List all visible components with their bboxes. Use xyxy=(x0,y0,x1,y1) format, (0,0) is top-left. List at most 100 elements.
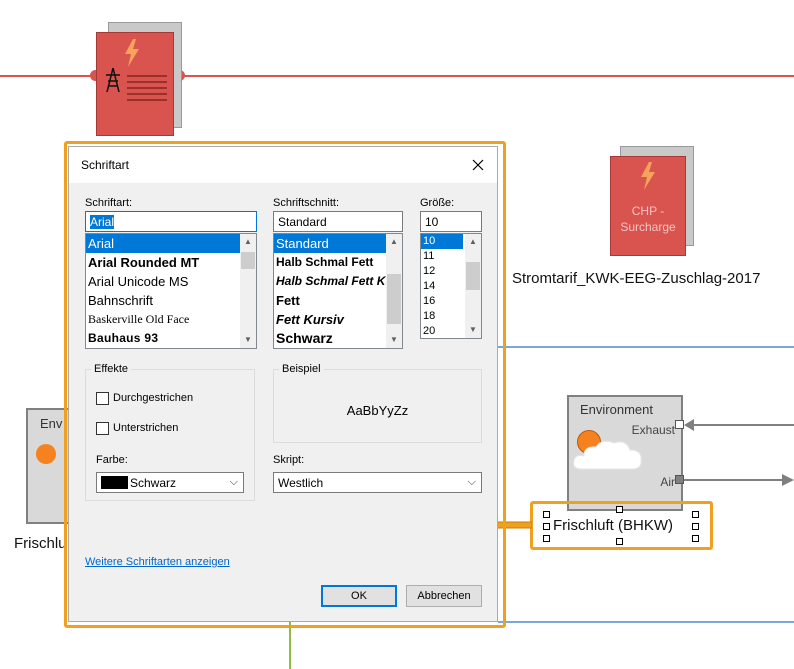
style-item-fett[interactable]: Fett xyxy=(276,293,300,308)
size-item-20[interactable]: 20 xyxy=(423,325,436,337)
font-label: Schriftart: xyxy=(85,197,133,209)
color-select[interactable]: Schwarz ⌵ xyxy=(96,472,244,493)
close-button[interactable] xyxy=(465,152,491,178)
chevron-down-icon: ⌵ xyxy=(229,476,238,488)
chevron-down-icon: ⌵ xyxy=(467,476,476,488)
color-value: Schwarz xyxy=(130,476,177,490)
scroll-up-icon[interactable]: ▲ xyxy=(390,237,398,246)
sample-title: Beispiel xyxy=(279,363,324,375)
selection-handle[interactable] xyxy=(543,535,550,542)
exhaust-connection xyxy=(694,424,794,426)
script-select[interactable]: Westlich ⌵ xyxy=(273,472,482,493)
selection-handle[interactable] xyxy=(692,535,699,542)
font-item-baskerville[interactable]: Baskerville Old Face xyxy=(88,312,190,326)
connection-line-blue xyxy=(498,346,794,348)
underline-checkbox[interactable] xyxy=(96,422,109,435)
scroll-up-icon[interactable]: ▲ xyxy=(244,237,252,246)
font-item-bauhaus[interactable]: Bauhaus 93 xyxy=(88,331,159,345)
chp-surcharge-label: CHP - Surcharge xyxy=(620,204,676,234)
size-list-scrollbar[interactable]: ▲ ▼ xyxy=(465,234,481,338)
cancel-button[interactable]: Abbrechen xyxy=(406,585,482,607)
script-value: Westlich xyxy=(278,476,324,490)
style-item-halb-schmal-fett-kursiv[interactable]: Halb Schmal Fett Ku xyxy=(276,274,393,288)
chp-surcharge-block[interactable]: CHP - Surcharge xyxy=(610,156,686,256)
frischluft-label-selected[interactable]: Frischluft (BHKW) xyxy=(540,506,699,545)
effects-title: Effekte xyxy=(91,363,132,375)
style-item-schwarz[interactable]: Schwarz xyxy=(276,330,333,346)
font-item-arial[interactable]: Arial xyxy=(86,234,256,253)
style-input[interactable]: Standard xyxy=(273,211,403,232)
strikethrough-label: Durchgestrichen xyxy=(113,392,194,404)
scroll-thumb[interactable] xyxy=(466,262,480,290)
selection-handle[interactable] xyxy=(616,506,623,513)
size-list[interactable]: 10 11 12 14 16 18 20 ▲ ▼ xyxy=(420,233,482,339)
air-port-label: Air xyxy=(660,475,675,489)
font-list[interactable]: Arial Arial Rounded MT Arial Unicode MS … xyxy=(85,233,257,349)
connection-line-red xyxy=(0,75,794,77)
air-port[interactable] xyxy=(675,475,684,484)
size-item-11[interactable]: 11 xyxy=(423,250,435,262)
document-lines xyxy=(127,75,167,105)
connection-node[interactable] xyxy=(90,70,101,81)
size-item-12[interactable]: 12 xyxy=(423,265,436,277)
highlight-frame-dialog xyxy=(64,141,506,628)
style-list-scrollbar[interactable]: ▲ ▼ xyxy=(386,234,402,348)
selection-handle[interactable] xyxy=(616,538,623,545)
environment-title: Environment xyxy=(580,402,653,417)
font-item-arial-unicode[interactable]: Arial Unicode MS xyxy=(88,274,189,289)
selection-handle[interactable] xyxy=(543,523,550,530)
ok-button[interactable]: OK xyxy=(321,585,397,607)
close-icon xyxy=(472,159,484,171)
stromtarif-label: Stromtarif_KWK-EEG-Zuschlag-2017 xyxy=(512,270,761,287)
lightning-icon xyxy=(641,162,655,190)
effects-group xyxy=(85,369,255,501)
scroll-down-icon[interactable]: ▼ xyxy=(469,325,477,334)
power-pylon-icon xyxy=(106,67,120,93)
air-connection xyxy=(684,479,784,481)
frischluft-label-text: Frischluft (BHKW) xyxy=(553,517,673,534)
script-label: Skript: xyxy=(273,454,305,466)
exhaust-port[interactable] xyxy=(675,420,684,429)
font-list-scrollbar[interactable]: ▲ ▼ xyxy=(240,234,256,348)
selection-handle[interactable] xyxy=(692,523,699,530)
scroll-up-icon[interactable]: ▲ xyxy=(469,237,477,246)
size-item-10[interactable]: 10 xyxy=(421,234,463,249)
size-input[interactable]: 10 xyxy=(420,211,482,232)
underline-label: Unterstrichen xyxy=(113,422,179,434)
exhaust-port-label: Exhaust xyxy=(631,423,675,437)
selection-handle[interactable] xyxy=(543,511,550,518)
environment-title: Env xyxy=(40,416,63,431)
connection-line-blue xyxy=(498,621,794,623)
color-swatch xyxy=(101,476,128,489)
connection-line-green xyxy=(289,622,291,669)
sun-icon xyxy=(36,444,56,464)
scroll-thumb[interactable] xyxy=(241,252,255,269)
environment-block-right[interactable]: Environment Exhaust Air xyxy=(567,395,683,511)
size-label: Größe: xyxy=(420,197,455,209)
scroll-thumb[interactable] xyxy=(387,274,401,324)
sample-group xyxy=(273,369,482,443)
font-item-arial-rounded[interactable]: Arial Rounded MT xyxy=(88,255,200,270)
size-item-18[interactable]: 18 xyxy=(423,310,436,322)
tariff-block[interactable] xyxy=(96,32,174,136)
sample-text: AaBbYyZz xyxy=(346,403,409,418)
style-item-standard[interactable]: Standard xyxy=(274,234,402,253)
color-label: Farbe: xyxy=(96,454,128,466)
dialog-titlebar[interactable]: Schriftart xyxy=(69,147,497,183)
cloud-icon xyxy=(573,440,642,470)
style-item-fett-kursiv[interactable]: Fett Kursiv xyxy=(276,312,344,327)
more-fonts-link[interactable]: Weitere Schriftarten anzeigen xyxy=(85,556,230,568)
dialog-title: Schriftart xyxy=(81,158,130,172)
strikethrough-checkbox[interactable] xyxy=(96,392,109,405)
size-item-16[interactable]: 16 xyxy=(423,295,436,307)
style-label: Schriftschnitt: xyxy=(273,197,340,209)
scroll-down-icon[interactable]: ▼ xyxy=(244,335,252,344)
font-item-bahnschrift[interactable]: Bahnschrift xyxy=(88,293,154,308)
style-item-halb-schmal-fett[interactable]: Halb Schmal Fett xyxy=(276,255,374,269)
selection-handle[interactable] xyxy=(692,511,699,518)
scroll-down-icon[interactable]: ▼ xyxy=(390,335,398,344)
style-list[interactable]: Standard Halb Schmal Fett Halb Schmal Fe… xyxy=(273,233,403,349)
size-item-14[interactable]: 14 xyxy=(423,280,436,292)
lightning-icon xyxy=(125,39,139,67)
font-input[interactable]: Arial xyxy=(85,211,257,232)
